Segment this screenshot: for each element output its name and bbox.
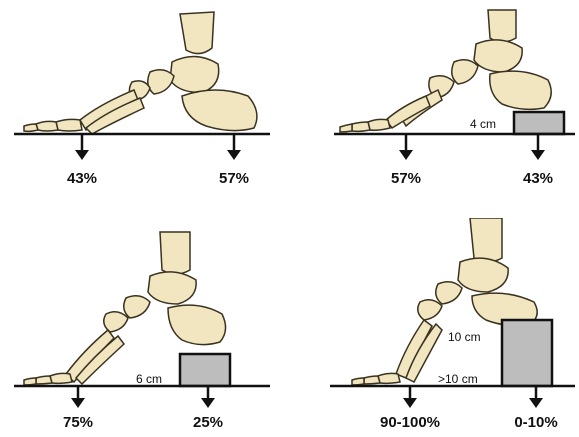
foot-diagram-flat: 43% 57%	[0, 0, 289, 218]
foot-diagram-4cm: 4 cm 57% 43%	[290, 0, 579, 218]
heel-height-label: 6 cm	[136, 372, 162, 386]
forefoot-load-label: 75%	[63, 414, 93, 431]
heel-load-label: 25%	[193, 414, 223, 431]
forefoot-load-label: 43%	[67, 170, 97, 187]
forefoot-load-label: 90-100%	[380, 414, 440, 431]
heel-block	[502, 320, 552, 386]
foot-diagram-10cm: 10 cm >10 cm 90-100% 0-10%	[290, 218, 579, 436]
heel-height-label-2: >10 cm	[438, 372, 478, 386]
heel-load-label: 0-10%	[514, 414, 557, 431]
foot-diagram-6cm: 6 cm 75% 25%	[0, 218, 289, 436]
foot-skeleton-6cm	[0, 218, 289, 436]
heel-block	[180, 354, 230, 386]
forefoot-load-label: 57%	[391, 170, 421, 187]
foot-skeleton-10cm	[290, 218, 579, 436]
heel-height-label: 10 cm	[448, 330, 481, 344]
heel-load-label: 57%	[219, 170, 249, 187]
heel-block	[514, 112, 564, 134]
heel-load-label: 43%	[523, 170, 553, 187]
heel-height-label: 4 cm	[470, 117, 496, 131]
